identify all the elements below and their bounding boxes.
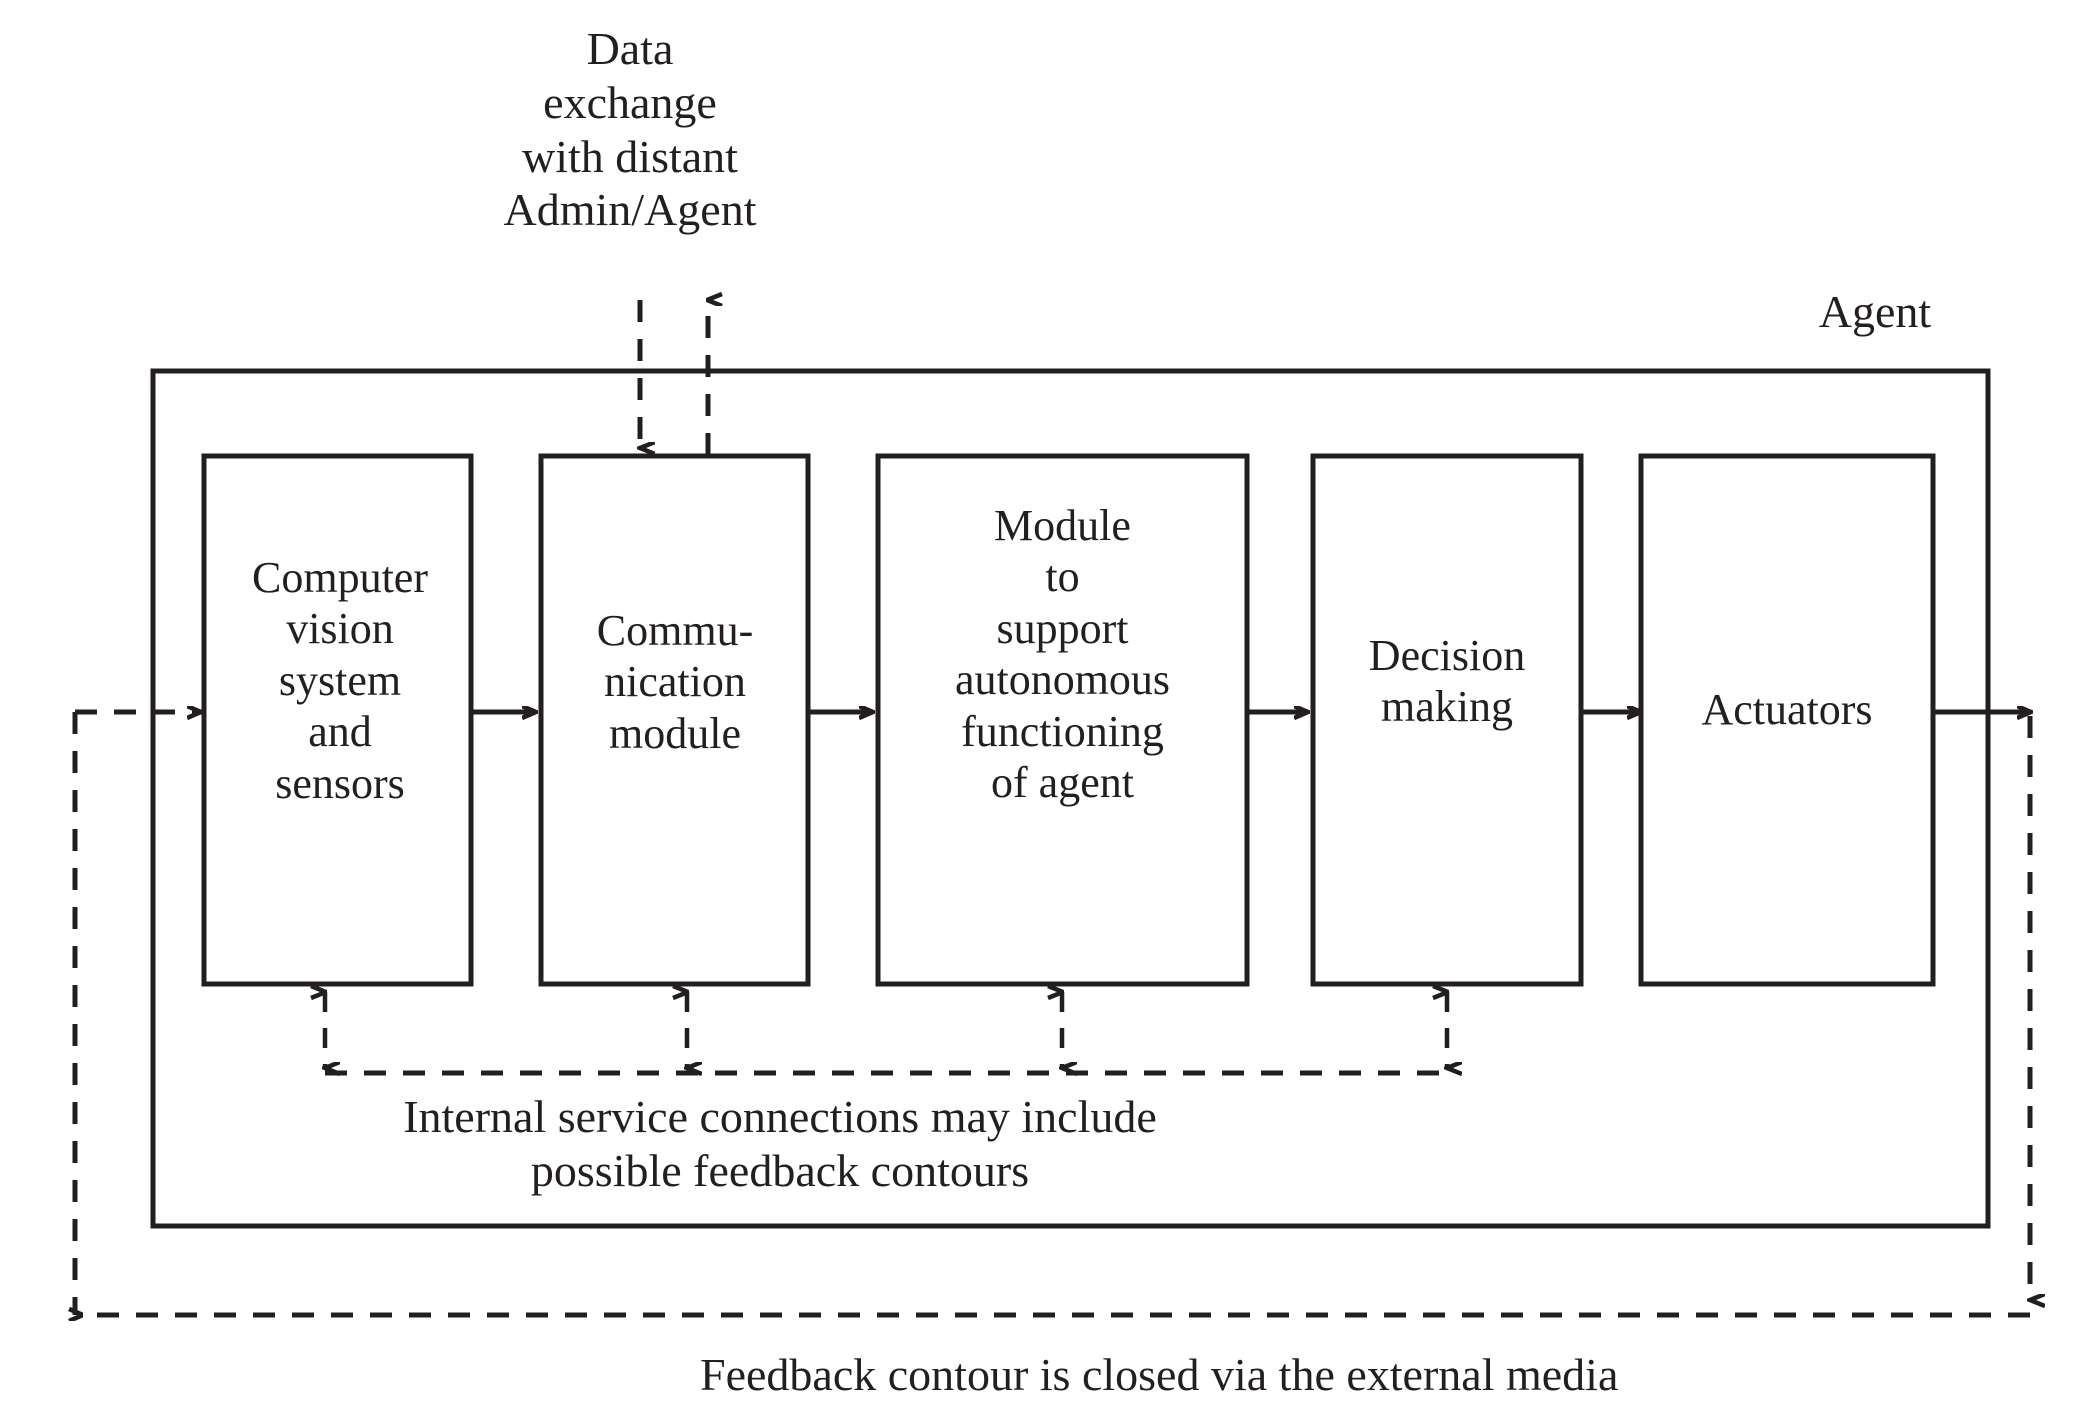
box-autonomy-module[interactable] [875,453,1250,987]
box-label-actuators: Actuators [1701,685,1873,734]
box-communication-module[interactable] [538,453,811,987]
box-label-autonomy-module: Module to support autonomous functioning… [954,501,1171,808]
top-annotation: Data exchange with distant Admin/Agent [503,23,757,236]
box-label-communication-module: Commu- nication module [596,606,754,758]
box-decision-making[interactable] [1310,453,1584,987]
internal-service-annotation: Internal service connections may include… [403,1091,1157,1196]
agent-boundary [150,368,1991,1229]
agent-label: Agent [1818,286,1932,337]
box-computer-vision[interactable] [201,453,474,987]
bottom-caption: Feedback contour is closed via the exter… [700,1349,1619,1400]
box-label-decision-making: Decision making [1368,631,1526,732]
box-label-computer-vision: Computer vision system and sensors [252,553,428,808]
